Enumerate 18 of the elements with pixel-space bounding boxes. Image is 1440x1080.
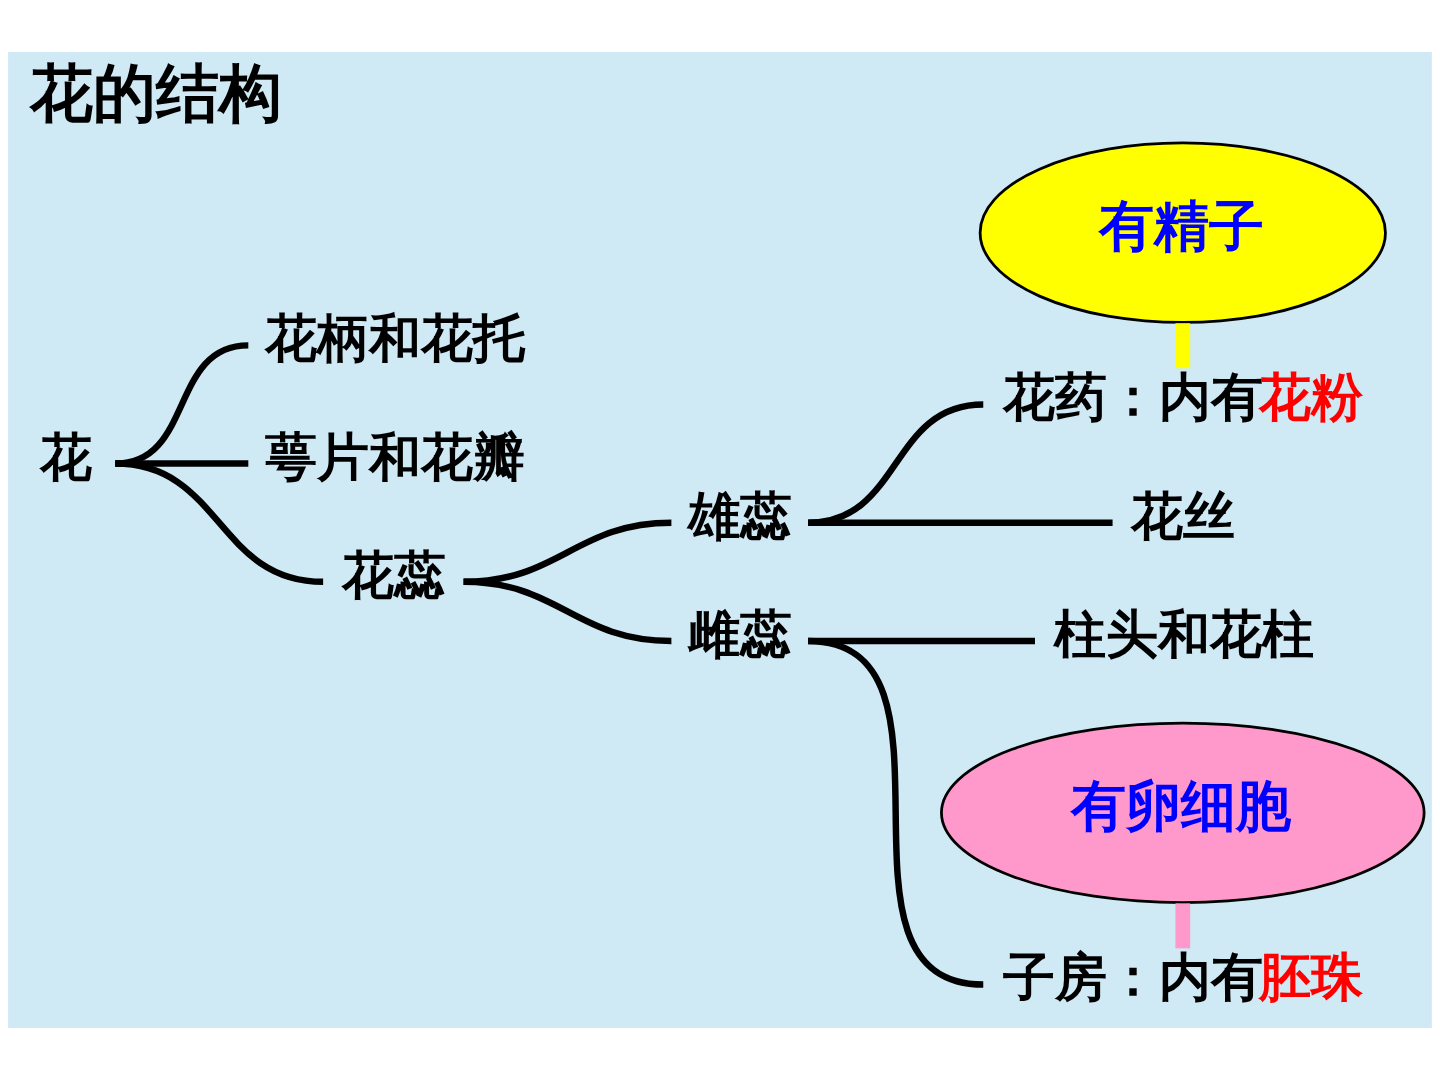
connector	[1175, 323, 1191, 369]
node-text: 雌蕊	[688, 603, 793, 664]
node-text: 花柄和花托	[264, 308, 525, 369]
connector	[807, 637, 984, 988]
connector	[463, 578, 672, 645]
node-text: 花丝	[1131, 485, 1236, 546]
node-ellipse: 有精子	[978, 141, 1387, 324]
node-text: 柱头和花柱	[1054, 603, 1315, 664]
node-ellipse: 有卵细胞	[940, 721, 1426, 904]
node-text: 萼片和花瓣	[264, 426, 525, 487]
node-text: 花药：内有花粉	[1002, 367, 1364, 428]
diagram-title: 花的结构	[30, 57, 283, 131]
connector	[115, 460, 324, 586]
connector	[1175, 903, 1191, 949]
node-text: 花蕊	[341, 544, 446, 605]
node-text: 子房：内有胚珠	[1002, 947, 1364, 1008]
node-text: 花	[39, 426, 92, 487]
node-text: 雄蕊	[688, 485, 793, 546]
